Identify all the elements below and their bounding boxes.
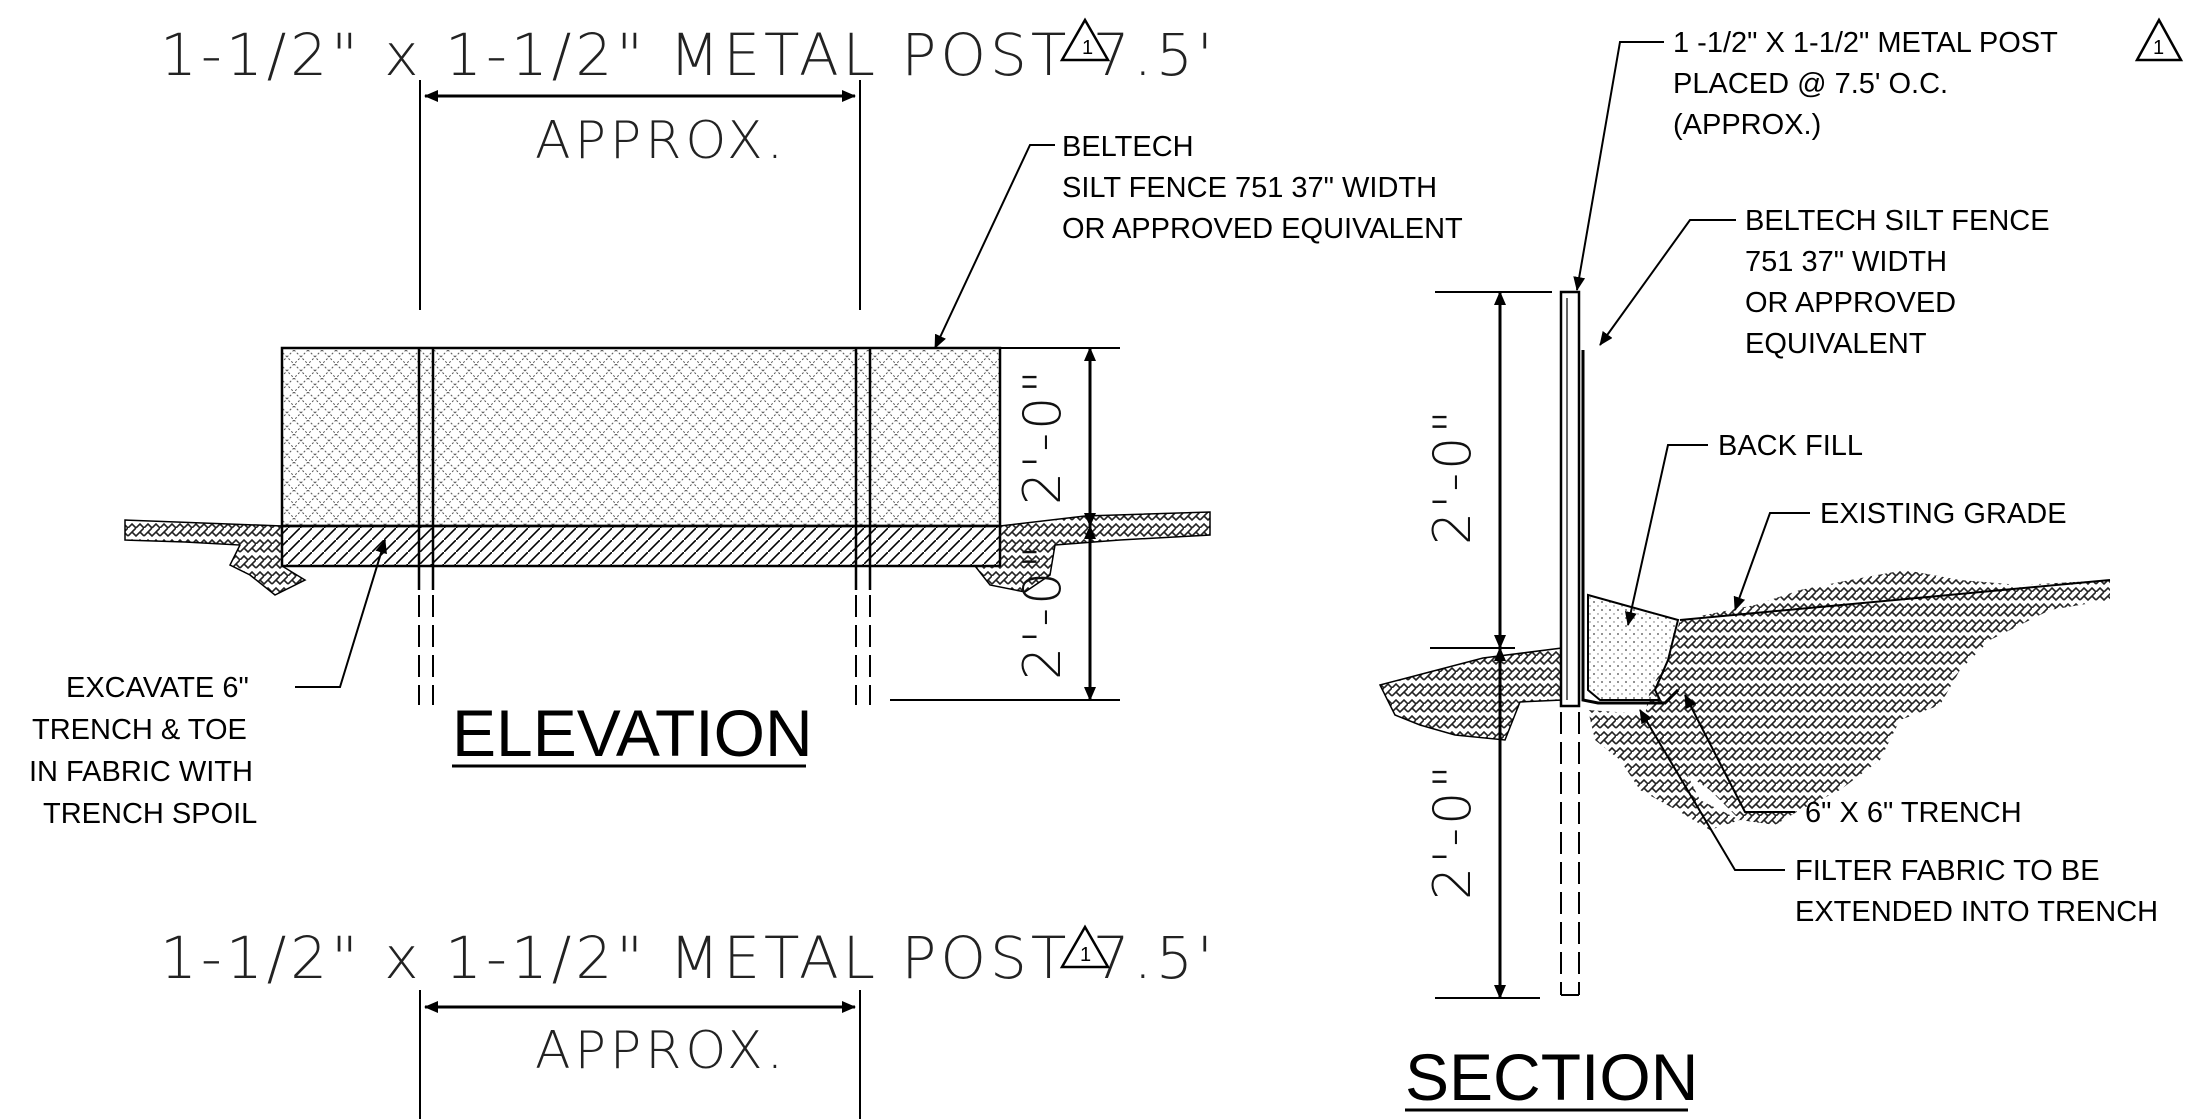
elevation-fence-label-2: SILT FENCE 751 37" WIDTH (1062, 172, 1437, 204)
elevation-view: 1-1/2" x 1-1/2" METAL POST 7.5' 1 APPROX… (29, 17, 1463, 1119)
elevation-approx-label-bottom: APPROX. (535, 1021, 787, 1081)
revision-number-bottom: 1 (1080, 944, 1091, 966)
elevation-post-left (417, 348, 435, 705)
revision-triangle-icon: 1 (1059, 924, 1111, 969)
section-ground-left (1378, 647, 1563, 741)
elevation-fence-label-1: BELTECH (1062, 131, 1194, 163)
section-title: SECTION (1405, 1040, 1698, 1114)
post-label-leader (1573, 41, 1664, 291)
elevation-post-callout-top: 1-1/2" x 1-1/2" METAL POST 7.5' (160, 21, 1217, 89)
section-ground-right (1645, 570, 2110, 825)
section-view: 2'-0" 2'-0" 1 -1/2" X 1-1/2" METAL POST … (1378, 17, 2184, 1114)
section-fence-label-2: 751 37" WIDTH (1745, 246, 1947, 278)
excavate-leader (295, 539, 387, 688)
elevation-post-callout-bottom: 1-1/2" x 1-1/2" METAL POST 7.5' (160, 924, 1217, 992)
trench-leader (1684, 694, 1795, 813)
section-dim-above-grade: 2'-0" (1423, 407, 1483, 545)
section-post-label-1: 1 -1/2" X 1-1/2" METAL POST (1673, 27, 2058, 59)
section-post-label-2: PLACED @ 7.5' O.C. (1673, 68, 1948, 100)
elevation-title: ELEVATION (452, 696, 813, 770)
excavate-label-2: TRENCH & TOE (32, 714, 247, 746)
section-post-label-3: (APPROX.) (1673, 109, 1821, 141)
elevation-fence-label-3: OR APPROVED EQUIVALENT (1062, 213, 1463, 245)
section-fence-label-1: BELTECH SILT FENCE (1745, 205, 2050, 237)
section-fence-label-4: EQUIVALENT (1745, 328, 1927, 360)
existing-grade-leader (1733, 512, 1810, 611)
fence-label-leader (934, 144, 1055, 349)
excavate-label-4: TRENCH SPOIL (43, 798, 257, 830)
trench-toe-band (280, 524, 1002, 568)
excavate-label-1: EXCAVATE 6" (66, 672, 249, 704)
elevation-approx-label: APPROX. (535, 111, 787, 171)
ground-right (973, 511, 1211, 593)
elevation-dim-above-grade: 2'-0" (1013, 367, 1073, 505)
filter-fabric-leader (1639, 709, 1785, 871)
section-fence-label-3: OR APPROVED (1745, 287, 1956, 319)
excavate-label-3: IN FABRIC WITH (29, 756, 253, 788)
silt-fence-fabric (280, 346, 1002, 528)
elevation-post-right (854, 348, 872, 705)
section-filter-fabric (1581, 350, 1680, 705)
filter-fabric-label-1: FILTER FABRIC TO BE (1795, 855, 2100, 887)
revision-number: 1 (1082, 37, 1093, 59)
ground-left (124, 519, 307, 596)
elevation-dim-below-grade: 2'-0" (1013, 542, 1073, 680)
revision-triangle-icon: 1 (1059, 17, 1111, 62)
backfill (1587, 593, 1680, 701)
back-fill-leader (1624, 444, 1708, 626)
back-fill-label: BACK FILL (1718, 430, 1863, 462)
filter-fabric-label-2: EXTENDED INTO TRENCH (1795, 896, 2158, 928)
section-dim-below-grade: 2'-0" (1423, 762, 1483, 900)
section-post (1559, 290, 1581, 996)
section-fence-leader (1599, 219, 1736, 346)
revision-triangle-icon: 1 (2134, 17, 2184, 62)
section-revision-number: 1 (2153, 37, 2164, 59)
existing-grade-label: EXISTING GRADE (1820, 498, 2067, 530)
trench-label: 6" X 6" TRENCH (1805, 797, 2022, 829)
